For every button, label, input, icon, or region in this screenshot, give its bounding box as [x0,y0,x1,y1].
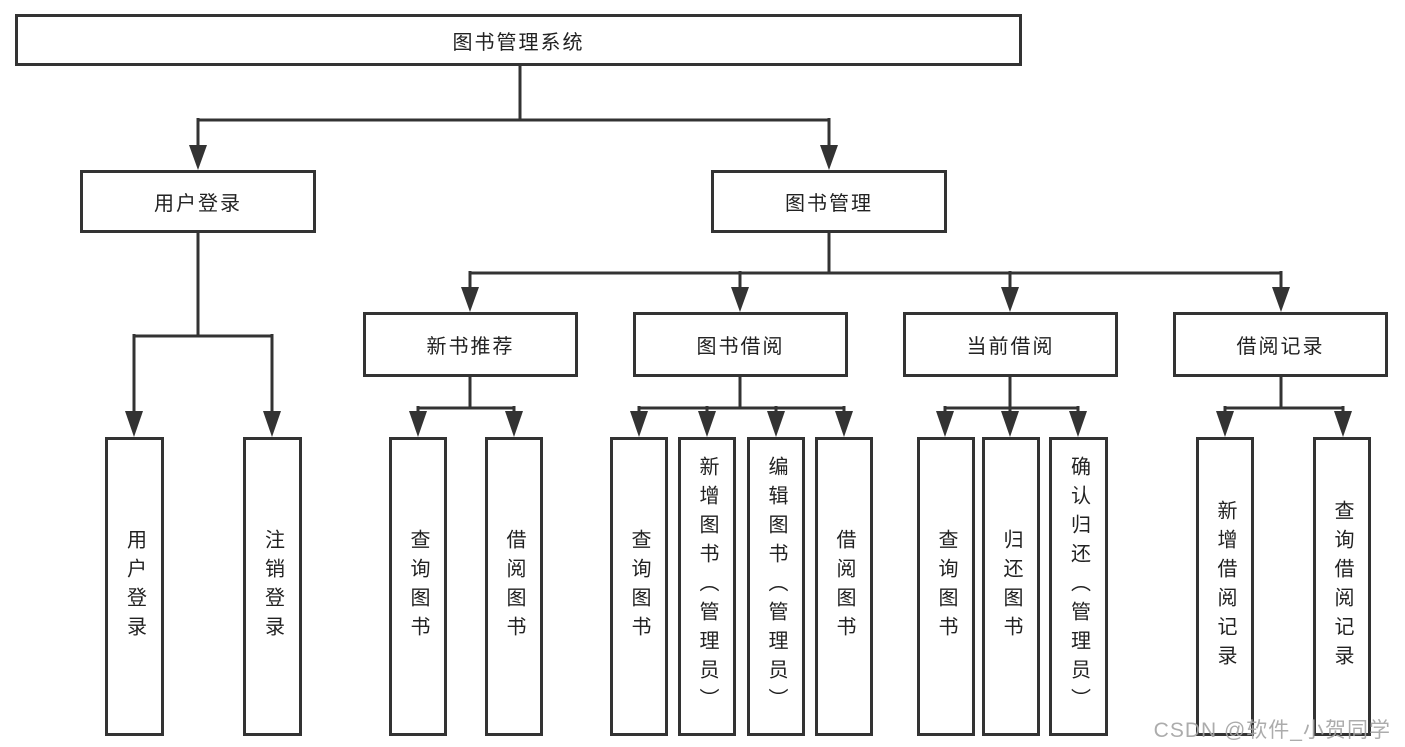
node-book-borrow: 图书借阅 [633,312,848,377]
node-label: 用户登录 [123,528,146,645]
node-label: 查询图书 [628,528,650,645]
node-user-login-action: 用户登录 [105,437,164,736]
node-root-system: 图书管理系统 [15,14,1022,66]
node-label: 新增图书（管理员） [696,456,718,717]
node-current-borrow: 当前借阅 [903,312,1118,377]
node-label: 借阅图书 [503,528,525,645]
node-label: 借阅记录 [1236,336,1325,358]
node-label: 图书管理系统 [452,31,585,54]
node-borrow-records: 借阅记录 [1173,312,1388,377]
node-borrow-books: 借阅图书 [815,437,873,736]
node-add-borrow-record: 新增借阅记录 [1196,437,1254,736]
node-label: 新增借阅记录 [1214,499,1236,674]
node-return-books: 归还图书 [982,437,1040,736]
node-borrow-books: 借阅图书 [485,437,543,736]
node-label: 确认归还（管理员） [1067,456,1090,717]
node-logout-action: 注销登录 [243,437,302,736]
node-label: 查询图书 [407,528,429,645]
node-new-book-recommend: 新书推荐 [363,312,578,377]
node-label: 归还图书 [1000,528,1022,645]
node-label: 编辑图书（管理员） [765,456,787,717]
node-label: 查询借阅记录 [1331,499,1353,674]
node-label: 当前借阅 [966,336,1055,358]
node-confirm-return-admin: 确认归还（管理员） [1049,437,1108,736]
node-query-books: 查询图书 [389,437,447,736]
node-label: 新书推荐 [426,336,515,358]
node-query-books: 查询图书 [917,437,975,736]
node-label: 图书借阅 [696,336,785,358]
node-edit-books-admin: 编辑图书（管理员） [747,437,805,736]
node-query-books: 查询图书 [610,437,668,736]
node-label: 注销登录 [261,528,284,645]
node-query-borrow-record: 查询借阅记录 [1313,437,1371,736]
node-label: 图书管理 [785,193,873,215]
node-add-books-admin: 新增图书（管理员） [678,437,736,736]
node-label: 借阅图书 [833,528,855,645]
node-label: 查询图书 [935,528,957,645]
node-user-login: 用户登录 [80,170,316,233]
node-label: 用户登录 [154,193,242,215]
node-book-management: 图书管理 [711,170,947,233]
csdn-watermark: CSDN @软件_小贺同学 [1153,719,1391,742]
